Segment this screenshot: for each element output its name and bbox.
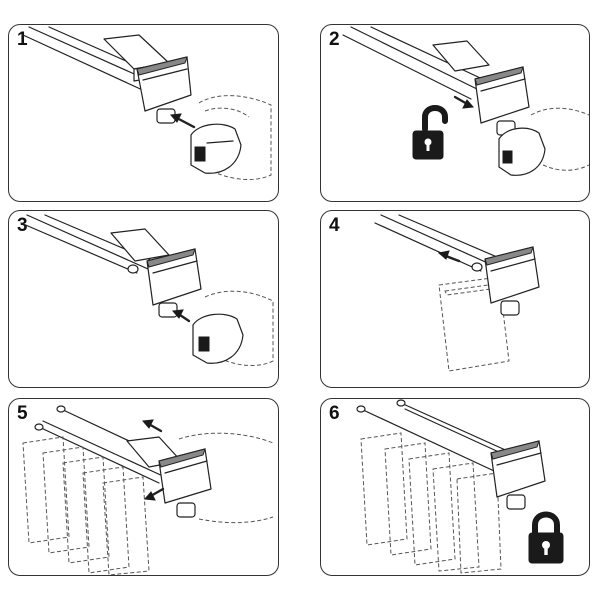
step-panel-2: 2 bbox=[320, 24, 590, 202]
hook-illustration bbox=[356, 399, 564, 574]
step-panel-4: 4 bbox=[320, 210, 590, 388]
step-panel-6: 6 bbox=[320, 398, 590, 576]
hook-illustration bbox=[20, 214, 274, 367]
step-number: 5 bbox=[17, 403, 28, 424]
hook-illustration bbox=[374, 214, 540, 372]
step-number: 2 bbox=[329, 29, 340, 50]
hook-illustration bbox=[342, 26, 589, 176]
hook-illustration bbox=[22, 405, 274, 575]
step-number: 4 bbox=[329, 215, 340, 236]
step-panel-5: 5 bbox=[8, 398, 279, 576]
unlocked-lock-icon bbox=[412, 105, 448, 160]
step-number: 6 bbox=[329, 403, 340, 424]
hook-illustration bbox=[22, 26, 272, 181]
step-number: 3 bbox=[17, 215, 28, 236]
step-panel-1: 1 bbox=[8, 24, 279, 202]
step-number: 1 bbox=[17, 29, 28, 50]
step-panel-3: 3 bbox=[8, 210, 279, 388]
locked-lock-icon bbox=[528, 511, 564, 564]
